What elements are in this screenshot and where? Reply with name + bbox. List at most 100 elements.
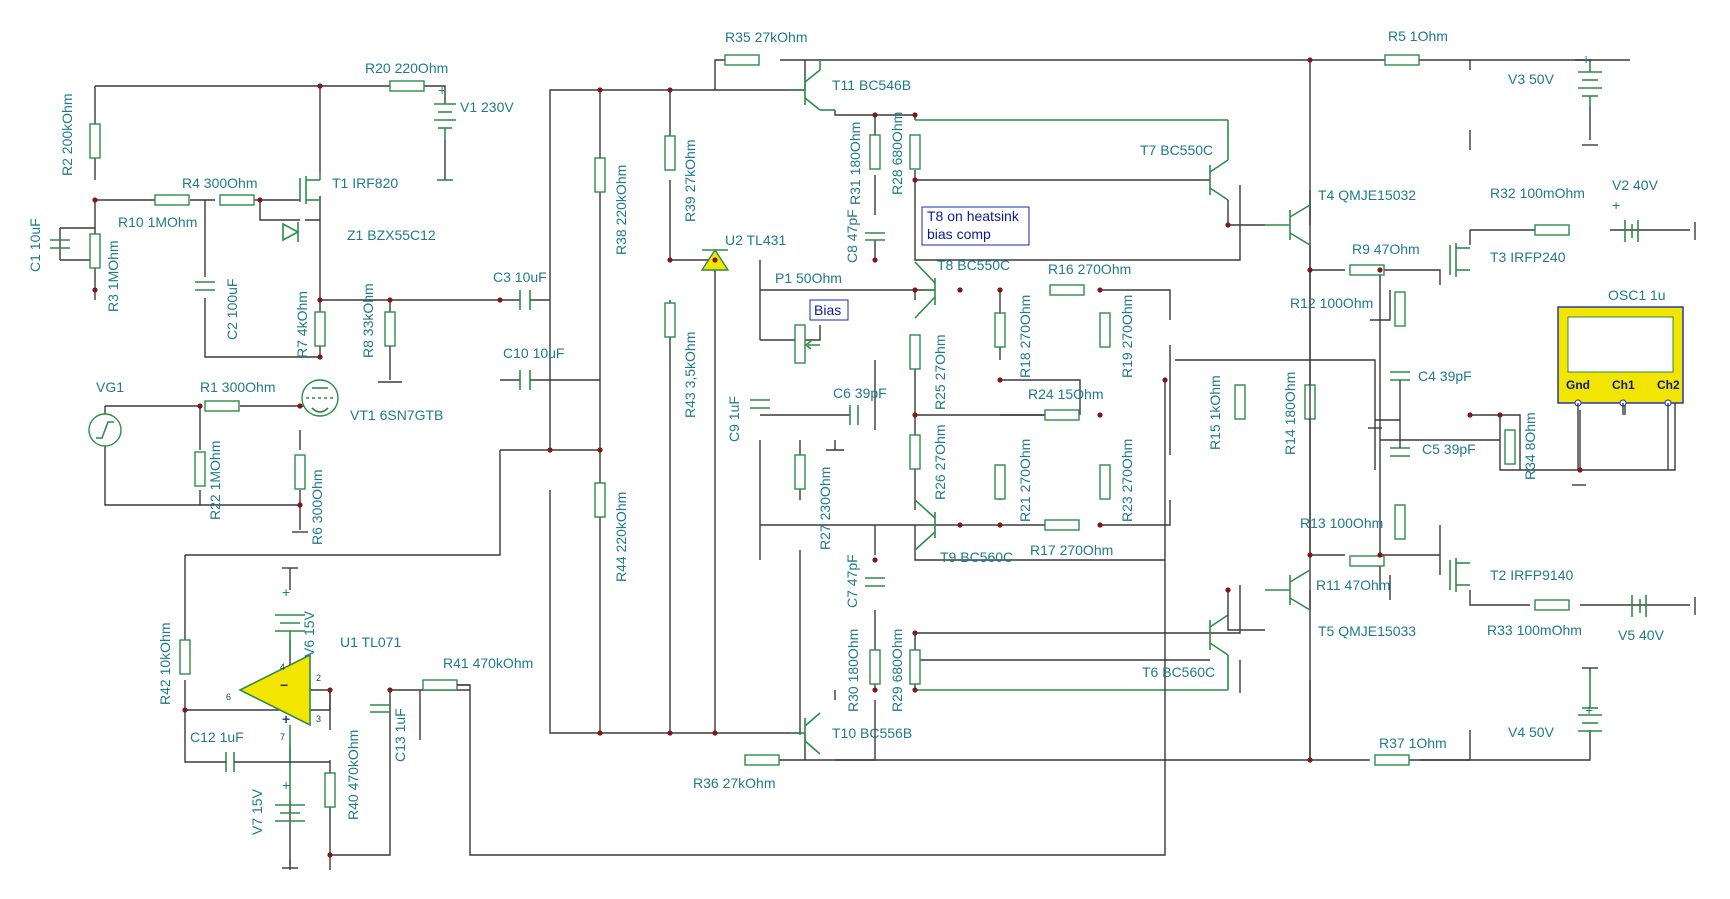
label-vt1: VT1 6SN7GTB [350, 407, 443, 423]
output-section [440, 54, 1696, 856]
battery-v3 [1578, 62, 1602, 146]
label-r32: R32 100mOhm [1490, 185, 1585, 201]
battery-v2 [1624, 220, 1696, 242]
label-r38: R38 220kOhm [613, 165, 629, 255]
resistor-r19 [1099, 312, 1111, 348]
resistor-r8 [384, 311, 396, 347]
label-r43: R43 3,5kOhm [682, 332, 698, 418]
resistor-r2 [89, 123, 101, 159]
capacitor-c9 [750, 399, 770, 409]
label-vg1: VG1 [96, 379, 124, 395]
capacitor-c5 [1390, 447, 1410, 457]
transistor-t5 [1265, 569, 1311, 611]
label-r12: R12 100Ohm [1290, 295, 1373, 311]
resistor-r17 [1044, 519, 1080, 531]
resistor-r37 [1374, 754, 1410, 766]
oscilloscope-osc1 [1557, 306, 1684, 407]
label-r40: R40 470kOhm [345, 730, 361, 820]
mosfet-t3 [1449, 243, 1470, 277]
label-r28: R28 680Ohm [889, 112, 905, 195]
resistor-r23 [1099, 464, 1111, 500]
resistor-r7 [314, 311, 326, 347]
opamp-plus: + [282, 711, 290, 727]
battery-v5 [1631, 595, 1696, 617]
servo-section [179, 567, 470, 870]
label-r9: R9 47Ohm [1352, 241, 1420, 257]
transistor-t10 [790, 712, 821, 755]
label-r34: R34 8Ohm [1522, 412, 1538, 480]
label-r24: R24 15Ohm [1028, 386, 1103, 402]
label-r17: R17 270Ohm [1030, 542, 1113, 558]
label-c5: C5 39pF [1422, 441, 1476, 457]
label-r21: R21 270Ohm [1017, 439, 1033, 522]
transistor-t8 [914, 261, 936, 319]
component-labels: R20 220Ohm V1 230V + R2 200kOhm T1 IRF82… [27, 28, 1680, 835]
resistor-r5 [1384, 54, 1420, 66]
resistor-r29 [909, 649, 921, 685]
transistor-t6 [915, 614, 1229, 691]
label-c13: C13 1uF [392, 708, 408, 762]
label-ch1: Ch1 [1612, 378, 1635, 392]
transistor-t9 [914, 499, 936, 551]
label-p1: P1 50Ohm [775, 270, 842, 286]
resistor-r40 [324, 772, 336, 808]
resistor-r4 [219, 194, 255, 206]
resistor-r9 [1349, 264, 1385, 276]
label-r23: R23 270Ohm [1119, 439, 1135, 522]
preamp-section [50, 80, 500, 533]
resistor-r22 [194, 451, 206, 487]
label-osc1: OSC1 1u [1608, 287, 1666, 303]
capacitor-c3 [519, 290, 531, 310]
label-v2-plus: + [1612, 197, 1620, 213]
capacitor-c2 [195, 281, 215, 291]
label-v4-plus: + [1585, 702, 1593, 718]
label-v4: V4 50V [1508, 724, 1555, 740]
label-r44: R44 220kOhm [613, 492, 629, 582]
resistor-r25 [909, 334, 921, 370]
label-r31: R31 180Ohm [847, 122, 863, 205]
label-v3: V3 50V [1508, 71, 1555, 87]
label-r3: R3 1MOhm [105, 240, 121, 312]
capacitor-c13 [370, 704, 390, 713]
label-r13: R13 100Ohm [1300, 515, 1383, 531]
label-r30: R30 180Ohm [845, 629, 861, 712]
label-r29: R29 680Ohm [889, 629, 905, 712]
label-r39: R39 27kOhm [682, 140, 698, 222]
resistor-r16 [1049, 284, 1085, 296]
capacitor-c6 [826, 405, 859, 451]
label-r11: R11 47Ohm [1316, 577, 1390, 593]
pin-6: 6 [226, 692, 231, 702]
label-c6: C6 39pF [833, 385, 887, 401]
label-v6-plus: + [282, 584, 290, 600]
label-c10: C10 10uF [503, 345, 564, 361]
label-c1: C1 10uF [27, 218, 43, 272]
capacitor-c10 [519, 370, 531, 390]
resistor-r24 [1044, 409, 1080, 421]
capacitor-c12 [225, 752, 235, 772]
label-v7-plus: + [282, 777, 290, 793]
label-t5: T5 QMJE15033 [1318, 623, 1416, 639]
mosfet-t2 [1449, 558, 1470, 592]
transistor-t7 [915, 119, 1229, 201]
resistor-r41 [422, 679, 458, 691]
capacitor-c4 [1390, 371, 1410, 381]
label-t7: T7 BC550C [1140, 142, 1213, 158]
capacitor-c1 [50, 239, 70, 249]
label-t10: T10 BC556B [832, 725, 912, 741]
resistor-r28 [909, 134, 921, 170]
label-c4: C4 39pF [1418, 368, 1472, 384]
label-c2: C2 100uF [224, 279, 240, 340]
label-ch2: Ch2 [1657, 378, 1680, 392]
battery-v6 [275, 567, 305, 655]
resistor-r18 [994, 312, 1006, 348]
junctions [92, 57, 1583, 858]
label-r1: R1 300Ohm [200, 379, 275, 395]
resistor-r27 [794, 454, 806, 490]
label-v1-plus: + [438, 82, 446, 98]
note-t8-heatsink: T8 on heatsink [927, 208, 1020, 224]
resistor-r15 [1234, 384, 1246, 420]
label-c7: C7 47pF [844, 554, 860, 608]
note-bias: Bias [814, 302, 841, 318]
resistor-r6 [294, 454, 306, 490]
transistor-t4 [1265, 204, 1311, 246]
